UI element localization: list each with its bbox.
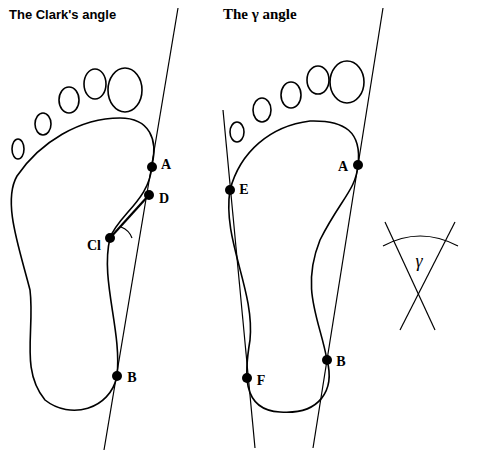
point-label: A	[337, 159, 349, 174]
toe	[253, 98, 271, 122]
tangent-line	[223, 110, 255, 448]
angle-symbol	[383, 222, 458, 330]
toe	[307, 66, 329, 94]
foot-outline	[11, 118, 154, 410]
point-dot	[112, 371, 122, 381]
figure-title: The Clark's angle	[8, 8, 117, 22]
left-points	[105, 162, 157, 381]
left-foot	[11, 68, 154, 410]
point-label: D	[158, 191, 170, 206]
clark-construction	[104, 8, 178, 450]
arch-line	[110, 195, 149, 238]
point-dot	[322, 355, 332, 365]
toe	[281, 82, 301, 108]
tangent-line	[313, 8, 383, 448]
point-label: B	[335, 354, 346, 369]
point-label: B	[126, 370, 137, 385]
angle-arc	[383, 236, 458, 246]
foot-outline	[229, 121, 359, 412]
tangent-line	[104, 8, 178, 450]
point-dot	[225, 185, 235, 195]
toe	[12, 139, 24, 159]
point-label: A	[160, 157, 172, 172]
toe	[35, 113, 51, 135]
angle-symbol-label: γ	[414, 252, 423, 272]
angle-arc	[121, 227, 132, 238]
point-label: E	[238, 182, 249, 197]
point-dot	[105, 233, 115, 243]
angle-line	[400, 222, 455, 330]
figure-title: The γ angle	[222, 6, 298, 23]
point-dot	[144, 190, 154, 200]
right-foot	[229, 61, 364, 412]
toe	[330, 61, 364, 103]
toe	[230, 122, 244, 142]
right-points	[225, 160, 363, 383]
point-label: F	[256, 373, 267, 388]
toe	[108, 68, 142, 112]
gamma-construction	[223, 8, 383, 448]
point-dot	[242, 373, 252, 383]
toe	[59, 87, 79, 113]
point-dot	[353, 160, 363, 170]
point-label: Cl	[86, 238, 102, 253]
toe	[84, 69, 106, 99]
point-dot	[147, 162, 157, 172]
